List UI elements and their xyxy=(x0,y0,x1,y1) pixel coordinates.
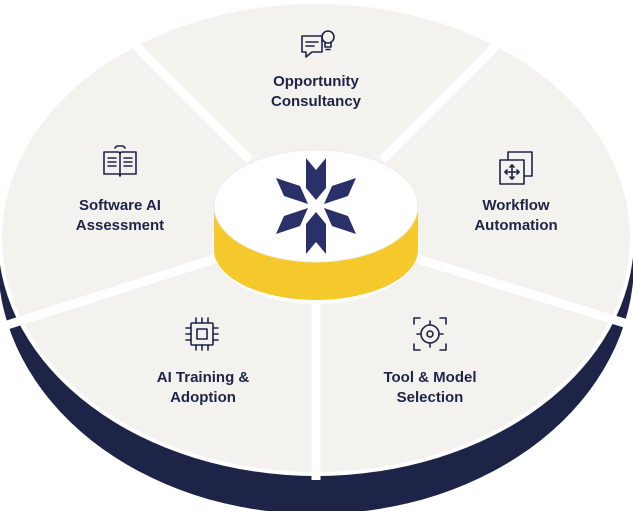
segment-tool-line-2: Selection xyxy=(396,389,464,406)
segment-label-training: AI Training & Adoption xyxy=(118,368,288,408)
divider-left xyxy=(2,251,226,331)
segment-label-assessment: Software AI Assessment xyxy=(35,196,205,236)
divider-top-left xyxy=(132,42,254,164)
segment-opportunity-line-1: Opportunity xyxy=(273,73,359,90)
segment-tool-line-1: Tool & Model xyxy=(383,369,477,386)
segment-label-opportunity: Opportunity Consultancy xyxy=(231,72,401,112)
segment-opportunity-line-2: Consultancy xyxy=(270,93,361,110)
workflow-move-icon xyxy=(496,148,536,188)
segment-assessment-line-2: Assessment xyxy=(75,217,165,234)
segment-training-line-1: AI Training & xyxy=(156,369,250,386)
divider-right xyxy=(406,251,633,331)
segment-workflow-line-1: Workflow xyxy=(482,197,550,214)
segment-dividers xyxy=(2,42,633,480)
segment-label-tool: Tool & Model Selection xyxy=(345,368,515,408)
segment-training-line-2: Adoption xyxy=(170,389,236,406)
lightbulb-chat-icon xyxy=(298,26,338,66)
segment-label-workflow: Workflow Automation xyxy=(431,196,601,236)
cpu-chip-icon xyxy=(182,314,222,354)
hub-top xyxy=(213,149,419,263)
book-gear-icon xyxy=(100,142,140,182)
segment-assessment-line-1: Software AI xyxy=(79,197,161,214)
divider-top-right xyxy=(378,42,500,164)
center-hub xyxy=(212,149,420,304)
target-crosshair-icon xyxy=(410,314,450,354)
brand-logo-icon xyxy=(276,158,356,254)
segment-workflow-line-2: Automation xyxy=(474,217,558,234)
